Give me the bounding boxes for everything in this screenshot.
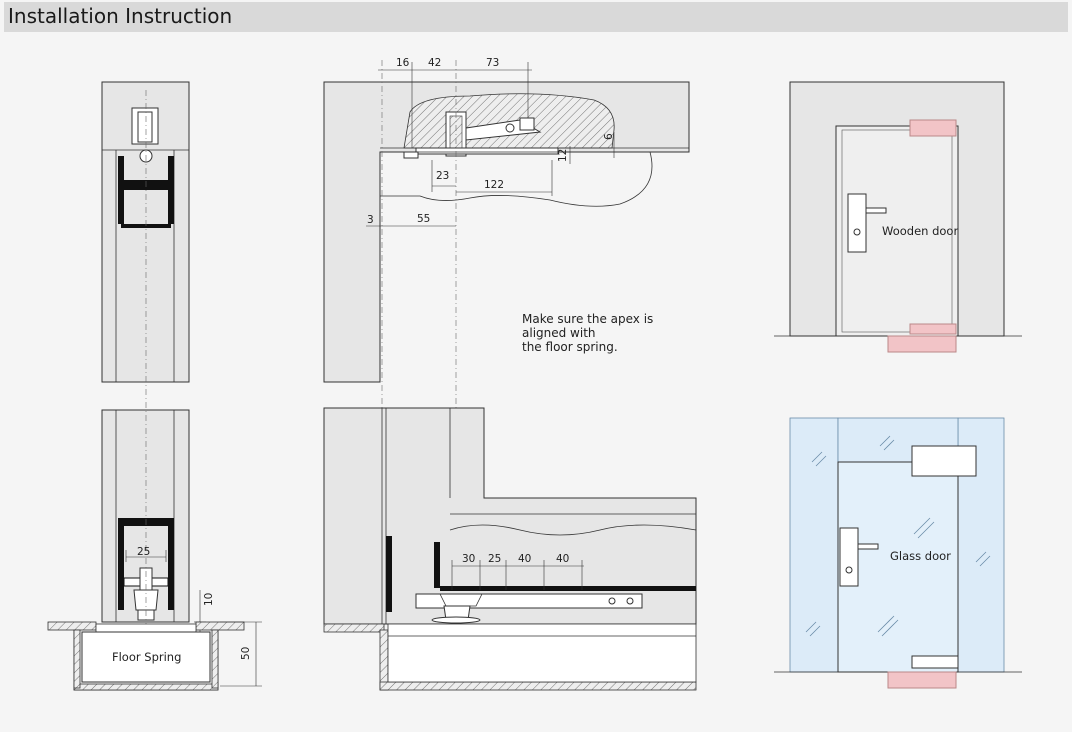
glass-top-patch xyxy=(911,445,977,477)
floor-spring-label: Floor Spring xyxy=(112,650,181,664)
dim-bottom-40a: 40 xyxy=(518,553,531,565)
dim-55: 55 xyxy=(417,213,430,225)
dim-top-73: 73 xyxy=(486,57,499,69)
wooden-door-label: Wooden door xyxy=(882,224,958,238)
glass-door-view: Glass door xyxy=(774,417,1022,689)
ceiling-recess xyxy=(403,93,615,149)
dim-6: 6 xyxy=(603,133,615,140)
dim-12: 12 xyxy=(557,149,569,162)
dim-122: 122 xyxy=(484,179,504,191)
note-line-1: Make sure the apex is xyxy=(522,312,653,326)
dim-side-10: 10 xyxy=(203,593,215,606)
note-line-3: the floor spring. xyxy=(522,340,618,354)
note-line-2: aligned with xyxy=(522,326,596,340)
dim-bottom-30: 30 xyxy=(462,553,475,565)
dim-top-42: 42 xyxy=(428,57,441,69)
dim-top-16: 16 xyxy=(396,57,410,69)
front-section-view: 16 42 73 6 12 23 122 3 55 Make sure the … xyxy=(323,57,697,691)
page-title: Installation Instruction xyxy=(8,4,233,28)
dim-bottom-25: 25 xyxy=(488,553,501,565)
side-section-view: 25 10 Floor Spring 50 xyxy=(47,81,262,691)
lower-frame-front xyxy=(323,407,697,625)
wooden-door-view: Wooden door xyxy=(774,81,1022,353)
door-handle xyxy=(847,193,867,253)
floor-spring-marker xyxy=(887,335,957,353)
dim-23: 23 xyxy=(436,170,449,182)
dim-side-25: 25 xyxy=(137,546,150,558)
floor-spring-box xyxy=(81,631,211,683)
glass-door-label: Glass door xyxy=(890,549,951,563)
dim-side-50: 50 xyxy=(240,647,252,660)
dim-bottom-40b: 40 xyxy=(556,553,569,565)
header-bar xyxy=(4,2,1068,32)
top-pivot-marker xyxy=(909,119,957,137)
dim-3: 3 xyxy=(367,214,374,226)
glass-door-handle xyxy=(839,527,859,587)
